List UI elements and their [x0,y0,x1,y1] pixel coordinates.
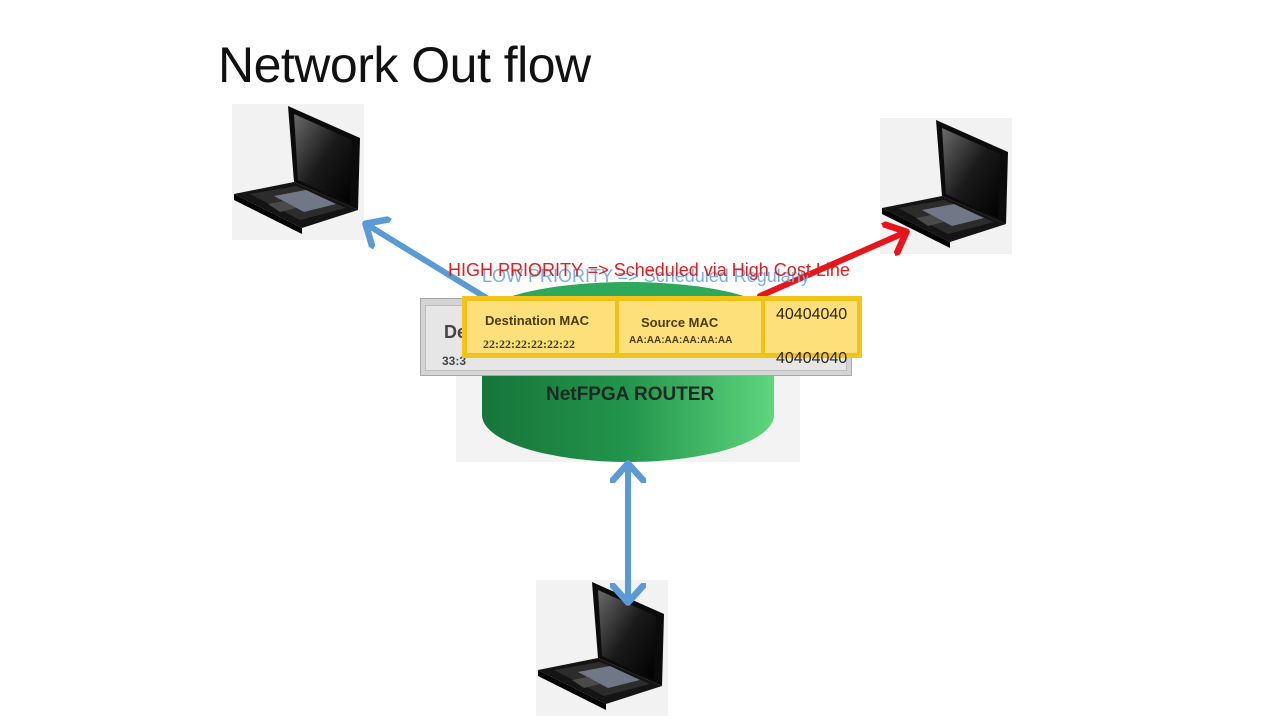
router-label: NetFPGA ROUTER [546,384,715,405]
type-field [763,299,859,355]
laptop-icon [536,580,668,716]
type-value-1: 40404040 [776,306,848,323]
dest-mac-value: 22:22:22:22:22:22 [483,337,575,351]
dest-mac-header: Destination MAC [485,313,589,328]
low-priority-label: LOW PRIORITY => Scheduled Regularly [482,266,810,286]
arrow-to-top-left-laptop [366,224,509,313]
src-mac-header: Source MAC [641,315,719,330]
arrow-to-top-right-laptop [757,232,906,299]
regular-packet-dest-value: 33:3 [442,354,467,368]
slide-title: Network Out flow [218,37,591,93]
high-priority-label: HIGH PRIORITY => Scheduled via High Cost… [448,260,850,280]
high-priority-packet: Destination MAC 22:22:22:22:22:22 Source… [462,296,862,358]
type-value-2: 40404040 [776,350,848,367]
src-mac-value: AA:AA:AA:AA:AA:AA [629,335,733,346]
dest-mac-field: Destination MAC 22:22:22:22:22:22 [465,299,617,355]
src-mac-field: Source MAC AA:AA:AA:AA:AA:AA [617,299,763,355]
laptop-icon [232,104,364,240]
